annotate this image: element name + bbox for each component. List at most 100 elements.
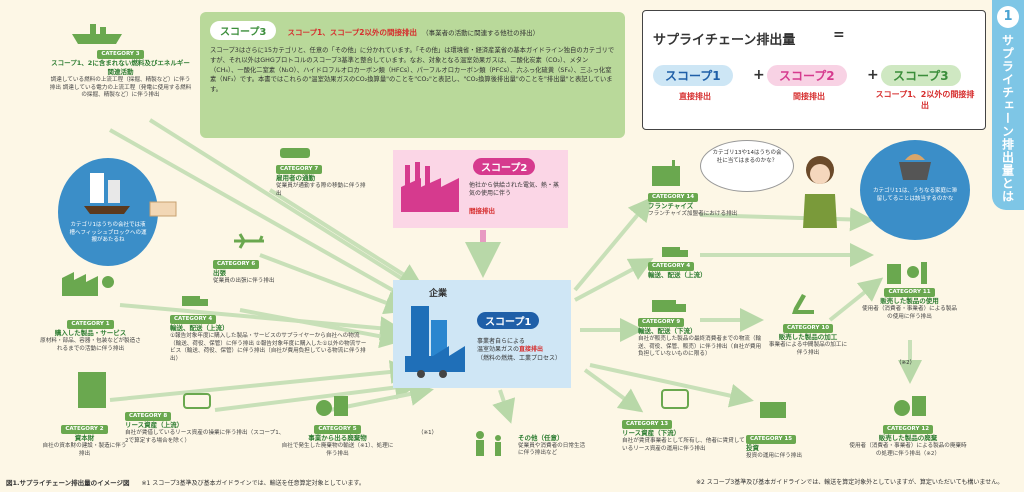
category-title: リース資産（下流）: [622, 429, 681, 438]
side-tab: 1 サプライチェーン排出量とは: [992, 0, 1024, 210]
category-tag: CATEGORY 4: [170, 315, 217, 325]
factory-icon: [401, 162, 459, 212]
category-2: CATEGORY 2 資本財 自社の資本財の建設・製造に伴う排出: [42, 425, 127, 458]
scope3-pill: スコープ3: [881, 65, 961, 86]
category-tag: CATEGORY 5: [314, 425, 361, 435]
scope3-heading-note: （事業者の活動に関連する他社の排出）: [422, 29, 540, 37]
plus-sign: +: [753, 67, 765, 83]
truck-icon: [652, 300, 686, 312]
category-title: リース資産（上流）: [125, 421, 184, 430]
category-tag: CATEGORY 7: [276, 165, 323, 175]
category-title: 販売した製品の加工: [778, 333, 838, 342]
equation-title: サプライチェーン排出量: [653, 33, 796, 48]
category-title: 投資: [746, 444, 759, 453]
machine-icon: [792, 294, 814, 314]
scope3-box: スコープ3 スコープ1、スコープ2以外の間接排出 （事業者の活動に関連する他社の…: [200, 12, 625, 138]
category-desc: 自社が賃借しているリース資産の操業に伴う排出（スコープ1、2で算定する場合を除く…: [125, 430, 285, 444]
category-title: 輸送、配送（下流）: [638, 327, 697, 336]
airplane-icon: [234, 233, 264, 249]
category-title: 輸送、配送（上流）: [170, 324, 229, 333]
category-desc: 使用者（消費者・事業者）による製品の使用に伴う排出: [862, 306, 957, 320]
scope3-body: スコープ3はさらに15カテゴリと、任意の「その他」に分かれています。「その他」は…: [210, 47, 615, 93]
pot-icon: [899, 154, 931, 180]
category-15: CATEGORY 15 投資 投資の運用に伴う排出: [746, 435, 826, 461]
company-box: 企業 スコープ1 事業者自らによる 温室効果ガスの直接排出 （燃料の燃焼、工業プ…: [393, 280, 571, 388]
category-title: 輸送、配送（上流）: [648, 271, 707, 280]
category-desc: 原材料・部品、容器・包装などが製造されるまでの活動に伴う排出: [40, 338, 141, 352]
speech-bubble-mid: [700, 140, 794, 192]
category-desc: 投資の運用に伴う排出: [746, 453, 802, 460]
waste-bin-icon: [894, 396, 926, 416]
category-tag: CATEGORY 3: [97, 50, 144, 60]
category-title: 事業から出る廃棄物: [308, 434, 367, 443]
category-6: CATEGORY 6 出張 従業員の出張に伴う排出: [213, 260, 293, 286]
scope2-sub: 間接排出: [469, 207, 495, 215]
category-title: 資本財: [74, 434, 95, 443]
category-desc: 従業員や消費者の日常生活に伴う排出など: [518, 442, 586, 457]
category-desc: 事業者による中間製品の加工に伴う排出: [768, 342, 848, 356]
bubble-left-text: カテゴリ1はうちの会社では液槽へフィッシュブロックへの運搬があたるね: [69, 222, 147, 244]
building-icon: [78, 372, 106, 408]
equation-box: サプライチェーン排出量 = スコープ1 + スコープ2 + スコープ3 直接排出…: [642, 10, 986, 130]
category-12: CATEGORY 12 販売した製品の廃棄 使用者（消費者・事業者）による製品の…: [848, 425, 968, 458]
footnote-1: ※1 スコープ3基準及び基本ガイドラインでは、輸送を任意算定対象としています。: [141, 480, 365, 487]
category-tag: CATEGORY 11: [884, 288, 935, 298]
scope3-badge: スコープ3: [210, 21, 277, 40]
category-title: スコープ1、2に含まれない燃料及びエネルギー関連活動: [51, 59, 190, 77]
note-marker-2: （※2）: [896, 360, 916, 366]
category-tag: CATEGORY 6: [213, 260, 260, 270]
category-desc: 自社が販売した製品の最終消費者までの物流（輸送、荷役、保管、販売）に伴う排出（自…: [638, 336, 762, 358]
category-tag: CATEGORY 8: [125, 412, 172, 422]
category-desc: 使用者（消費者・事業者）による製品の廃棄時の処理に伴う排出（※2）: [849, 443, 967, 457]
buildings-icon: [84, 173, 130, 214]
category-5: CATEGORY 5 事業から出る廃棄物 自社で発生した廃棄物の輸送（※1）、処…: [280, 425, 395, 458]
category-title: 販売した製品の廃棄: [878, 434, 938, 443]
scope1-desc-text: 温室効果ガスの: [477, 346, 520, 354]
category-tag: CATEGORY 15: [746, 435, 797, 445]
category-tag: CATEGORY 9: [638, 318, 685, 328]
category-13: CATEGORY 13 リース資産（下流） 自社が賃貸事業者として所有し、他者に…: [622, 420, 747, 453]
category-desc: 自社の資本財の建設・製造に伴う排出: [42, 443, 127, 457]
lease-car-icon: [661, 389, 689, 409]
category-desc: フランチャイズ加盟者における排出: [648, 211, 738, 218]
store-icon: [652, 160, 680, 186]
money-icon: [760, 402, 786, 418]
category-14: CATEGORY 14 フランチャイズ フランチャイズ加盟者における排出: [648, 193, 748, 219]
figure-caption: 図1.サプライチェーン排出量のイメージ図: [6, 479, 130, 487]
category-tag: CATEGORY 10: [782, 324, 834, 334]
scope1-red: 直接排出: [519, 346, 544, 354]
category-title: 出張: [213, 269, 226, 278]
category-8: CATEGORY 8 リース資産（上流） 自社が賃借しているリース資産の操業に伴…: [125, 412, 285, 445]
category-tag: CATEGORY 4: [648, 262, 695, 272]
scope2-pill: スコープ2: [767, 65, 847, 86]
ship-icon: [72, 24, 122, 44]
category-title: その他（任意）: [518, 434, 564, 442]
category-desc: 自社で発生した廃棄物の輸送（※1）、処理に伴う排出: [281, 443, 394, 457]
category-3: CATEGORY 3 スコープ1、2に含まれない燃料及びエネルギー関連活動 調達…: [48, 50, 193, 100]
waste-bin-icon: [316, 396, 348, 416]
side-tab-number: 1: [997, 6, 1019, 28]
category-1: CATEGORY 1 購入した製品・サービス 原材料・部品、容器・包装などが製造…: [38, 320, 143, 353]
scope1-pill: スコープ1: [653, 65, 733, 86]
truck-icon: [662, 247, 688, 257]
plus-sign: +: [867, 67, 879, 83]
category-10: CATEGORY 10 販売した製品の加工 事業者による中間製品の加工に伴う排出: [768, 324, 848, 357]
category-title: 販売した製品の使用: [880, 297, 939, 306]
category-tag: CATEGORY 13: [622, 420, 673, 430]
scope3-sub: スコープ1、2以外の間接排出: [875, 90, 975, 111]
company-label: 企業: [429, 289, 448, 299]
scope2-desc: 他社から供給された電気、熱・蒸気の使用に伴う: [469, 182, 560, 198]
factory-icon: [62, 272, 114, 296]
side-tab-title: サプライチェーン排出量とは: [1000, 34, 1015, 203]
train-icon: [280, 148, 310, 158]
boxes-icon: [149, 201, 177, 217]
scope1-desc-line: 温室効果ガスの直接排出: [477, 346, 561, 354]
category-tag: CATEGORY 2: [61, 425, 108, 435]
category-desc: 従業員の出張に伴う排出: [213, 278, 275, 285]
category-desc: 調達している燃料の上流工程（採掘、精製など）に伴う排出 調達している電力の上流工…: [49, 76, 192, 99]
category-other: その他（任意） 従業員や消費者の日常生活に伴う排出など: [518, 434, 588, 458]
category-tag: CATEGORY 1: [67, 320, 114, 330]
scope1-desc-line: 事業者自らによる: [477, 338, 525, 345]
footnote-2: ※2 スコープ3基準及び基本ガイドラインでは、輸送を算定対象外としていますが、算…: [696, 479, 1004, 486]
